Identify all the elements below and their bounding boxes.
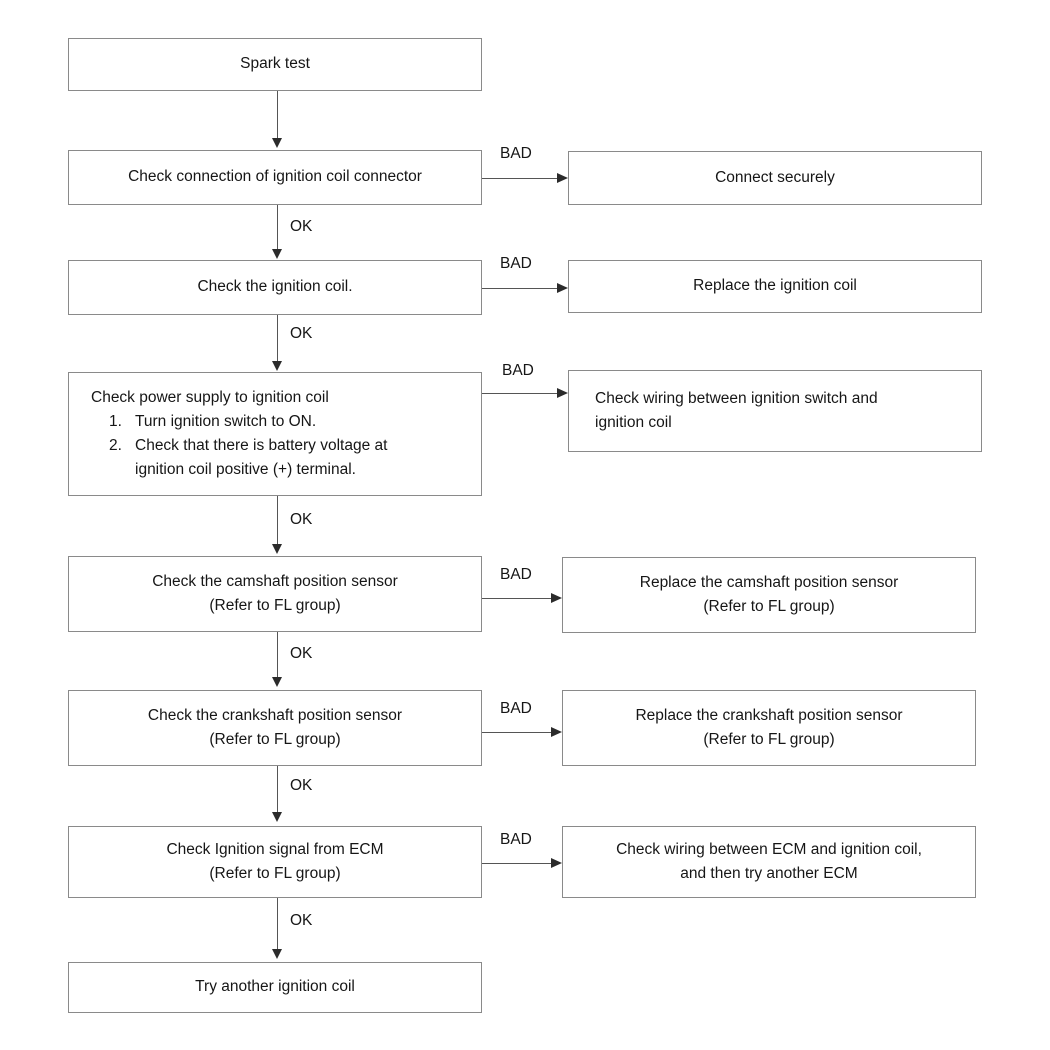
node-spark-test[interactable]: Spark test <box>68 38 482 91</box>
edge-label-ok-5: OK <box>290 777 313 794</box>
node-check-coil[interactable]: Check the ignition coil. <box>68 260 482 315</box>
arrowhead-bad-6 <box>551 857 562 868</box>
node-check-wiring-switch-label: Check wiring between ignition switch and… <box>595 389 878 431</box>
node-replace-crankshaft-sensor[interactable]: Replace the crankshaft position sensor (… <box>562 690 976 766</box>
arrowhead-ok-1 <box>271 249 282 259</box>
node-replace-camshaft-sensor[interactable]: Replace the camshaft position sensor (Re… <box>562 557 976 633</box>
node-spark-test-label: Spark test <box>240 55 310 73</box>
edge-label-ok-3: OK <box>290 511 313 528</box>
arrowhead-spark-to-connector <box>271 138 282 148</box>
node-check-wiring-ecm[interactable]: Check wiring between ECM and ignition co… <box>562 826 976 898</box>
arrowhead-ok-4 <box>271 677 282 687</box>
edge-label-ok-4: OK <box>290 645 313 662</box>
edge-label-bad-5: BAD <box>500 700 532 717</box>
connector-ok-4 <box>277 632 278 678</box>
connector-bad-5 <box>482 732 554 733</box>
connector-bad-3 <box>482 393 560 394</box>
connector-ok-6 <box>277 898 278 950</box>
edge-label-bad-6: BAD <box>500 831 532 848</box>
node-check-power-supply-steps: Turn ignition switch to ON. Check that t… <box>91 410 387 482</box>
node-check-wiring-ecm-label: Check wiring between ECM and ignition co… <box>616 840 922 882</box>
node-connect-securely-label: Connect securely <box>715 168 835 186</box>
node-replace-coil[interactable]: Replace the ignition coil <box>568 260 982 313</box>
node-check-crankshaft-sensor[interactable]: Check the crankshaft position sensor (Re… <box>68 690 482 766</box>
edge-label-ok-6: OK <box>290 912 313 929</box>
node-replace-coil-label: Replace the ignition coil <box>693 277 857 295</box>
connector-bad-1 <box>482 178 560 179</box>
connector-bad-2 <box>482 288 560 289</box>
node-check-wiring-switch[interactable]: Check wiring between ignition switch and… <box>568 370 982 452</box>
connector-ok-2 <box>277 315 278 362</box>
connector-bad-6 <box>482 863 554 864</box>
arrowhead-bad-2 <box>557 282 568 293</box>
connector-ok-3 <box>277 496 278 545</box>
node-check-camshaft-sensor-label: Check the camshaft position sensor (Refe… <box>152 572 398 614</box>
node-check-connector-label: Check connection of ignition coil connec… <box>128 168 422 186</box>
edge-label-bad-1: BAD <box>500 145 532 162</box>
connector-bad-4 <box>482 598 554 599</box>
edge-label-ok-2: OK <box>290 325 313 342</box>
connector-ok-1 <box>277 205 278 250</box>
node-check-ecm-signal-label: Check Ignition signal from ECM (Refer to… <box>166 840 384 882</box>
edge-label-bad-4: BAD <box>500 566 532 583</box>
connector-ok-5 <box>277 766 278 813</box>
node-check-power-supply-heading: Check power supply to ignition coil <box>91 388 329 406</box>
node-check-power-supply[interactable]: Check power supply to ignition coil Turn… <box>68 372 482 496</box>
node-check-coil-label: Check the ignition coil. <box>197 278 353 296</box>
arrowhead-ok-2 <box>271 361 282 371</box>
node-connect-securely[interactable]: Connect securely <box>568 151 982 205</box>
edge-label-ok-1: OK <box>290 218 313 235</box>
arrowhead-bad-3 <box>557 387 568 398</box>
arrowhead-ok-3 <box>271 544 282 554</box>
node-check-power-supply-step-2: Check that there is battery voltage at i… <box>109 434 388 479</box>
node-check-connector[interactable]: Check connection of ignition coil connec… <box>68 150 482 205</box>
node-check-ecm-signal[interactable]: Check Ignition signal from ECM (Refer to… <box>68 826 482 898</box>
arrowhead-bad-1 <box>557 172 568 183</box>
node-try-another-coil[interactable]: Try another ignition coil <box>68 962 482 1013</box>
node-replace-crankshaft-sensor-label: Replace the crankshaft position sensor (… <box>635 706 903 748</box>
arrowhead-ok-6 <box>271 949 282 959</box>
arrowhead-bad-5 <box>551 726 562 737</box>
connector-spark-to-connector <box>277 91 278 139</box>
node-check-power-supply-step-1: Turn ignition switch to ON. <box>109 410 317 434</box>
node-check-camshaft-sensor[interactable]: Check the camshaft position sensor (Refe… <box>68 556 482 632</box>
node-replace-camshaft-sensor-label: Replace the camshaft position sensor (Re… <box>639 573 899 615</box>
node-check-power-supply-content: Check power supply to ignition coil Turn… <box>91 386 387 482</box>
edge-label-bad-3: BAD <box>502 362 534 379</box>
arrowhead-bad-4 <box>551 592 562 603</box>
node-check-crankshaft-sensor-label: Check the crankshaft position sensor (Re… <box>147 706 403 748</box>
arrowhead-ok-5 <box>271 812 282 822</box>
node-try-another-coil-label: Try another ignition coil <box>195 978 355 996</box>
edge-label-bad-2: BAD <box>500 255 532 272</box>
